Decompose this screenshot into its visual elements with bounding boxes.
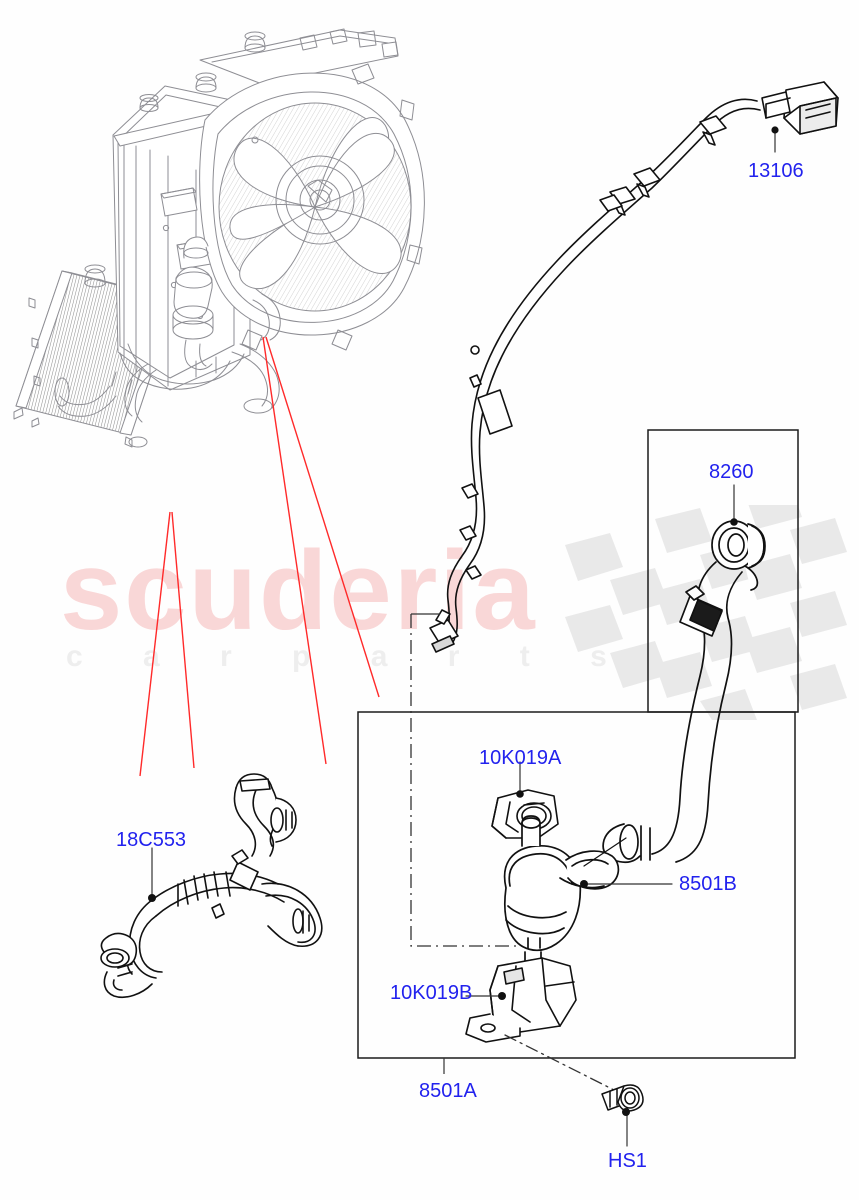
red-leader-lines (139, 336, 380, 777)
part-label-10k019b: 10K019B (390, 982, 473, 1004)
red-leader-4 (265, 336, 380, 698)
coolant-hose-18c553 (100, 773, 323, 999)
part-label-8501a: 8501A (419, 1080, 477, 1102)
group-box-8260 (647, 429, 799, 713)
part-label-8260: 8260 (709, 461, 754, 483)
red-leader-1 (139, 511, 171, 777)
group-box-8501a (357, 711, 796, 1059)
red-leader-2 (171, 511, 195, 769)
part-label-13106: 13106 (748, 160, 804, 182)
part-label-hs1: HS1 (608, 1150, 647, 1172)
pump-bracket-10k019b (465, 957, 577, 1043)
part-label-18c553: 18C553 (116, 829, 187, 851)
bolt-hs1 (504, 1034, 644, 1147)
alignment-dash-dot-line (410, 614, 524, 947)
wiring-harness-13106 (429, 81, 839, 653)
part-label-8501b: 8501B (679, 873, 737, 895)
part-label-10k019a: 10K019A (479, 747, 562, 769)
coolant-hose-8260 (602, 484, 766, 864)
red-leader-3 (262, 336, 327, 765)
auxiliary-water-pump-8501b (503, 815, 673, 969)
radiator-fan-assembly (13, 28, 425, 448)
